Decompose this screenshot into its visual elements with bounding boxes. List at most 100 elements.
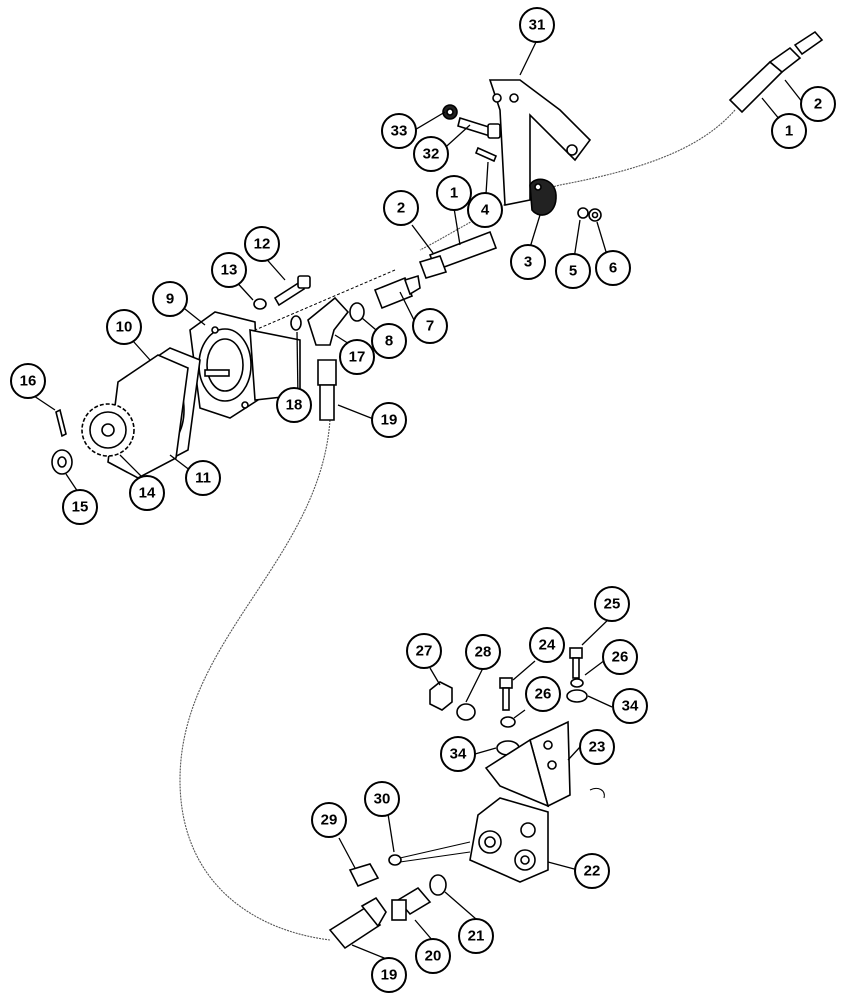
- svg-text:29: 29: [321, 812, 338, 829]
- hose-end-1-upper: [728, 30, 824, 114]
- svg-text:22: 22: [584, 863, 601, 880]
- callout-1-middle: 1: [436, 175, 472, 211]
- o-ring-21: [429, 874, 447, 896]
- washer-5: [577, 207, 589, 219]
- svg-text:12: 12: [254, 236, 271, 253]
- svg-text:31: 31: [529, 17, 546, 34]
- plug-29: [348, 863, 380, 888]
- screw-12: [273, 275, 311, 307]
- hose-fitting-19-bottom: [328, 896, 387, 950]
- callout-20: 20: [415, 938, 451, 974]
- svg-text:30: 30: [374, 791, 391, 808]
- svg-text:20: 20: [425, 948, 442, 965]
- svg-text:7: 7: [426, 318, 434, 335]
- callout-4: 4: [467, 192, 503, 228]
- valve-block-22: [469, 797, 549, 883]
- callout-34-left: 34: [440, 736, 476, 772]
- washer-13: [253, 298, 267, 310]
- callout-11: 11: [185, 460, 221, 496]
- callout-33: 33: [381, 113, 417, 149]
- callout-26-left: 26: [525, 676, 561, 712]
- callout-12: 12: [244, 226, 280, 262]
- nut-15: [51, 449, 73, 475]
- callout-28: 28: [465, 634, 501, 670]
- callout-34-right: 34: [612, 688, 648, 724]
- callout-18: 18: [276, 387, 312, 423]
- callout-13: 13: [211, 252, 247, 288]
- svg-text:1: 1: [785, 123, 793, 140]
- svg-text:2: 2: [814, 96, 822, 113]
- bolt-4: [474, 146, 498, 163]
- clamp-3: [529, 178, 557, 216]
- callout-15: 15: [62, 489, 98, 525]
- callout-9: 9: [152, 281, 188, 317]
- callout-16: 16: [10, 363, 46, 399]
- o-ring-18: [290, 315, 302, 331]
- washer-34-right: [566, 689, 588, 703]
- callout-2-middle: 2: [383, 190, 419, 226]
- svg-text:21: 21: [468, 928, 485, 945]
- callout-7: 7: [412, 308, 448, 344]
- callout-17: 17: [339, 339, 375, 375]
- svg-text:10: 10: [116, 319, 133, 336]
- svg-text:17: 17: [349, 349, 366, 366]
- svg-text:34: 34: [622, 698, 639, 715]
- svg-text:32: 32: [423, 146, 440, 163]
- washer-26-right: [570, 678, 584, 688]
- bolt-32: [457, 116, 501, 139]
- svg-text:6: 6: [609, 260, 617, 277]
- callout-26-right: 26: [602, 639, 638, 675]
- callout-30: 30: [364, 781, 400, 817]
- callout-10: 10: [106, 309, 142, 345]
- svg-text:5: 5: [569, 263, 577, 280]
- hose-end-1-middle: [418, 230, 498, 279]
- bracket-23: [484, 720, 605, 808]
- svg-text:18: 18: [286, 397, 303, 414]
- callout-19-lower: 19: [371, 957, 407, 993]
- callout-6: 6: [595, 250, 631, 286]
- svg-text:8: 8: [385, 333, 393, 350]
- upper-hose: [419, 109, 736, 251]
- callout-25: 25: [594, 586, 630, 622]
- bolt-24: [499, 677, 513, 711]
- svg-text:24: 24: [539, 637, 556, 654]
- nut-33: [442, 104, 458, 120]
- callout-29: 29: [311, 802, 347, 838]
- svg-text:3: 3: [524, 254, 532, 271]
- svg-text:28: 28: [475, 644, 492, 661]
- svg-text:1: 1: [450, 185, 458, 202]
- svg-text:27: 27: [416, 643, 433, 660]
- washer-26-left: [500, 716, 516, 728]
- svg-text:23: 23: [589, 739, 606, 756]
- svg-text:33: 33: [391, 123, 408, 140]
- o-ring-30: [388, 854, 402, 866]
- svg-text:15: 15: [72, 499, 89, 516]
- svg-text:26: 26: [535, 686, 552, 703]
- callout-5: 5: [555, 253, 591, 289]
- bracket-31: [488, 79, 592, 206]
- svg-text:2: 2: [397, 200, 405, 217]
- valve-port-lines: [399, 841, 471, 863]
- svg-text:19: 19: [381, 967, 398, 984]
- svg-text:19: 19: [381, 412, 398, 429]
- lower-hose: [179, 419, 331, 941]
- svg-text:16: 16: [20, 373, 37, 390]
- o-ring-8: [349, 302, 365, 322]
- svg-text:9: 9: [166, 291, 174, 308]
- svg-text:13: 13: [221, 262, 238, 279]
- callout-2-upper: 2: [800, 86, 836, 122]
- callout-32: 32: [413, 136, 449, 172]
- nut-6: [588, 208, 602, 222]
- bolt-25: [569, 647, 583, 679]
- callout-1-upper: 1: [771, 113, 807, 149]
- callout-22: 22: [574, 853, 610, 889]
- elbow-17: [307, 296, 350, 346]
- callout-23: 23: [579, 729, 615, 765]
- callout-31: 31: [519, 7, 555, 43]
- hose-fitting-19-top: [317, 359, 337, 421]
- washer-28: [456, 703, 476, 721]
- svg-text:4: 4: [481, 202, 490, 219]
- gear-14: [81, 403, 135, 457]
- svg-text:14: 14: [139, 485, 156, 502]
